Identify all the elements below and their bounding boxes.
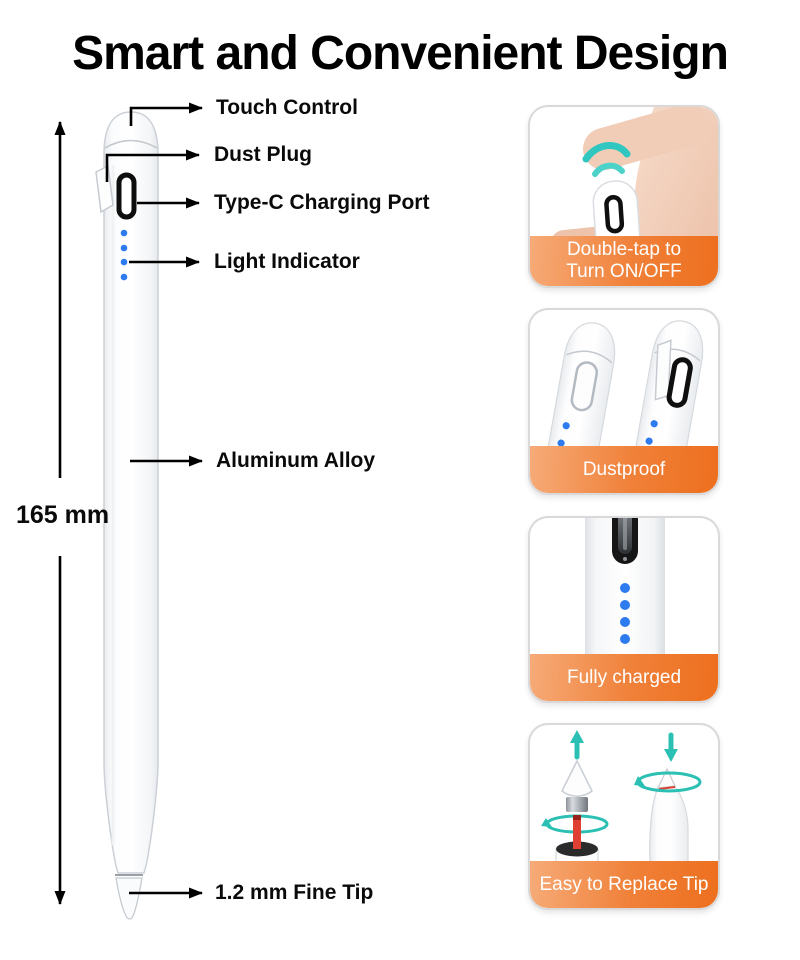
feature-card-dustproof: Dustproof (528, 308, 720, 495)
callout-label-light-indicator: Light Indicator (214, 250, 360, 273)
tip-removed-step (541, 730, 609, 864)
tip-seam (658, 786, 676, 790)
feature-caption-band: Double-tap to Turn ON/OFF (530, 236, 718, 286)
installed-tip (656, 767, 676, 789)
stylus-pen (95, 111, 159, 920)
replacement-tip (561, 759, 593, 797)
port-glint (623, 518, 627, 550)
led-dots (120, 229, 128, 281)
dust-plug-closed (570, 361, 598, 412)
tip-core-cap (573, 815, 581, 820)
page-title: Smart and Convenient Design (72, 27, 729, 80)
feature-caption: Dustproof (582, 458, 666, 480)
replace-tip-illustration (541, 730, 702, 866)
tip-installed-step (634, 732, 702, 866)
led-dots (620, 583, 630, 644)
feature-card-replace-tip: Easy to Replace Tip (528, 723, 720, 910)
fully-charged-illustration (585, 518, 665, 658)
feature-caption: Double-tap to Turn ON/OFF (566, 239, 682, 282)
callout-label-dust-plug: Dust Plug (214, 143, 312, 166)
type-c-port-icon (604, 194, 625, 234)
swirl-arrow-head (634, 776, 645, 786)
dimension-label: 165 mm (16, 501, 110, 529)
arrow-touch-control (129, 102, 203, 126)
feature-caption: Easy to Replace Tip (539, 873, 709, 895)
dust-plug-flap (95, 164, 114, 214)
swirl-arrow-head (541, 818, 552, 827)
callout-label-type-c: Type-C Charging Port (214, 191, 430, 214)
feature-caption-band: Easy to Replace Tip (530, 861, 718, 908)
arrow-dust-plug (105, 149, 200, 182)
feature-caption: Fully charged (566, 666, 682, 688)
tap-wave-inner (592, 162, 625, 177)
pen-cap-line (104, 139, 158, 149)
callout-label-touch-control: Touch Control (216, 96, 358, 119)
pen-with-tip (649, 784, 689, 866)
callout-label-fine-tip: 1.2 mm Fine Tip (215, 881, 374, 904)
down-arrow-head (664, 749, 678, 762)
feature-caption-band: Dustproof (530, 446, 718, 493)
metal-ring (566, 797, 588, 812)
up-arrow-head (570, 730, 584, 743)
stylus-pen-diagram (54, 102, 203, 920)
callout-arrows (105, 102, 203, 899)
feature-card-fully-charged: Fully charged (528, 516, 720, 703)
tap-wave-outer (582, 142, 631, 163)
type-c-port (116, 172, 137, 220)
pen-body (103, 111, 159, 874)
pen-tip (115, 877, 143, 920)
type-c-port-icon (666, 357, 693, 408)
feature-caption-band: Fully charged (530, 654, 718, 701)
tip-core-lower (573, 829, 581, 849)
callout-label-aluminum: Aluminum Alloy (216, 449, 376, 472)
feature-card-double-tap: Double-tap to Turn ON/OFF (528, 105, 720, 288)
port-pin (623, 557, 627, 561)
